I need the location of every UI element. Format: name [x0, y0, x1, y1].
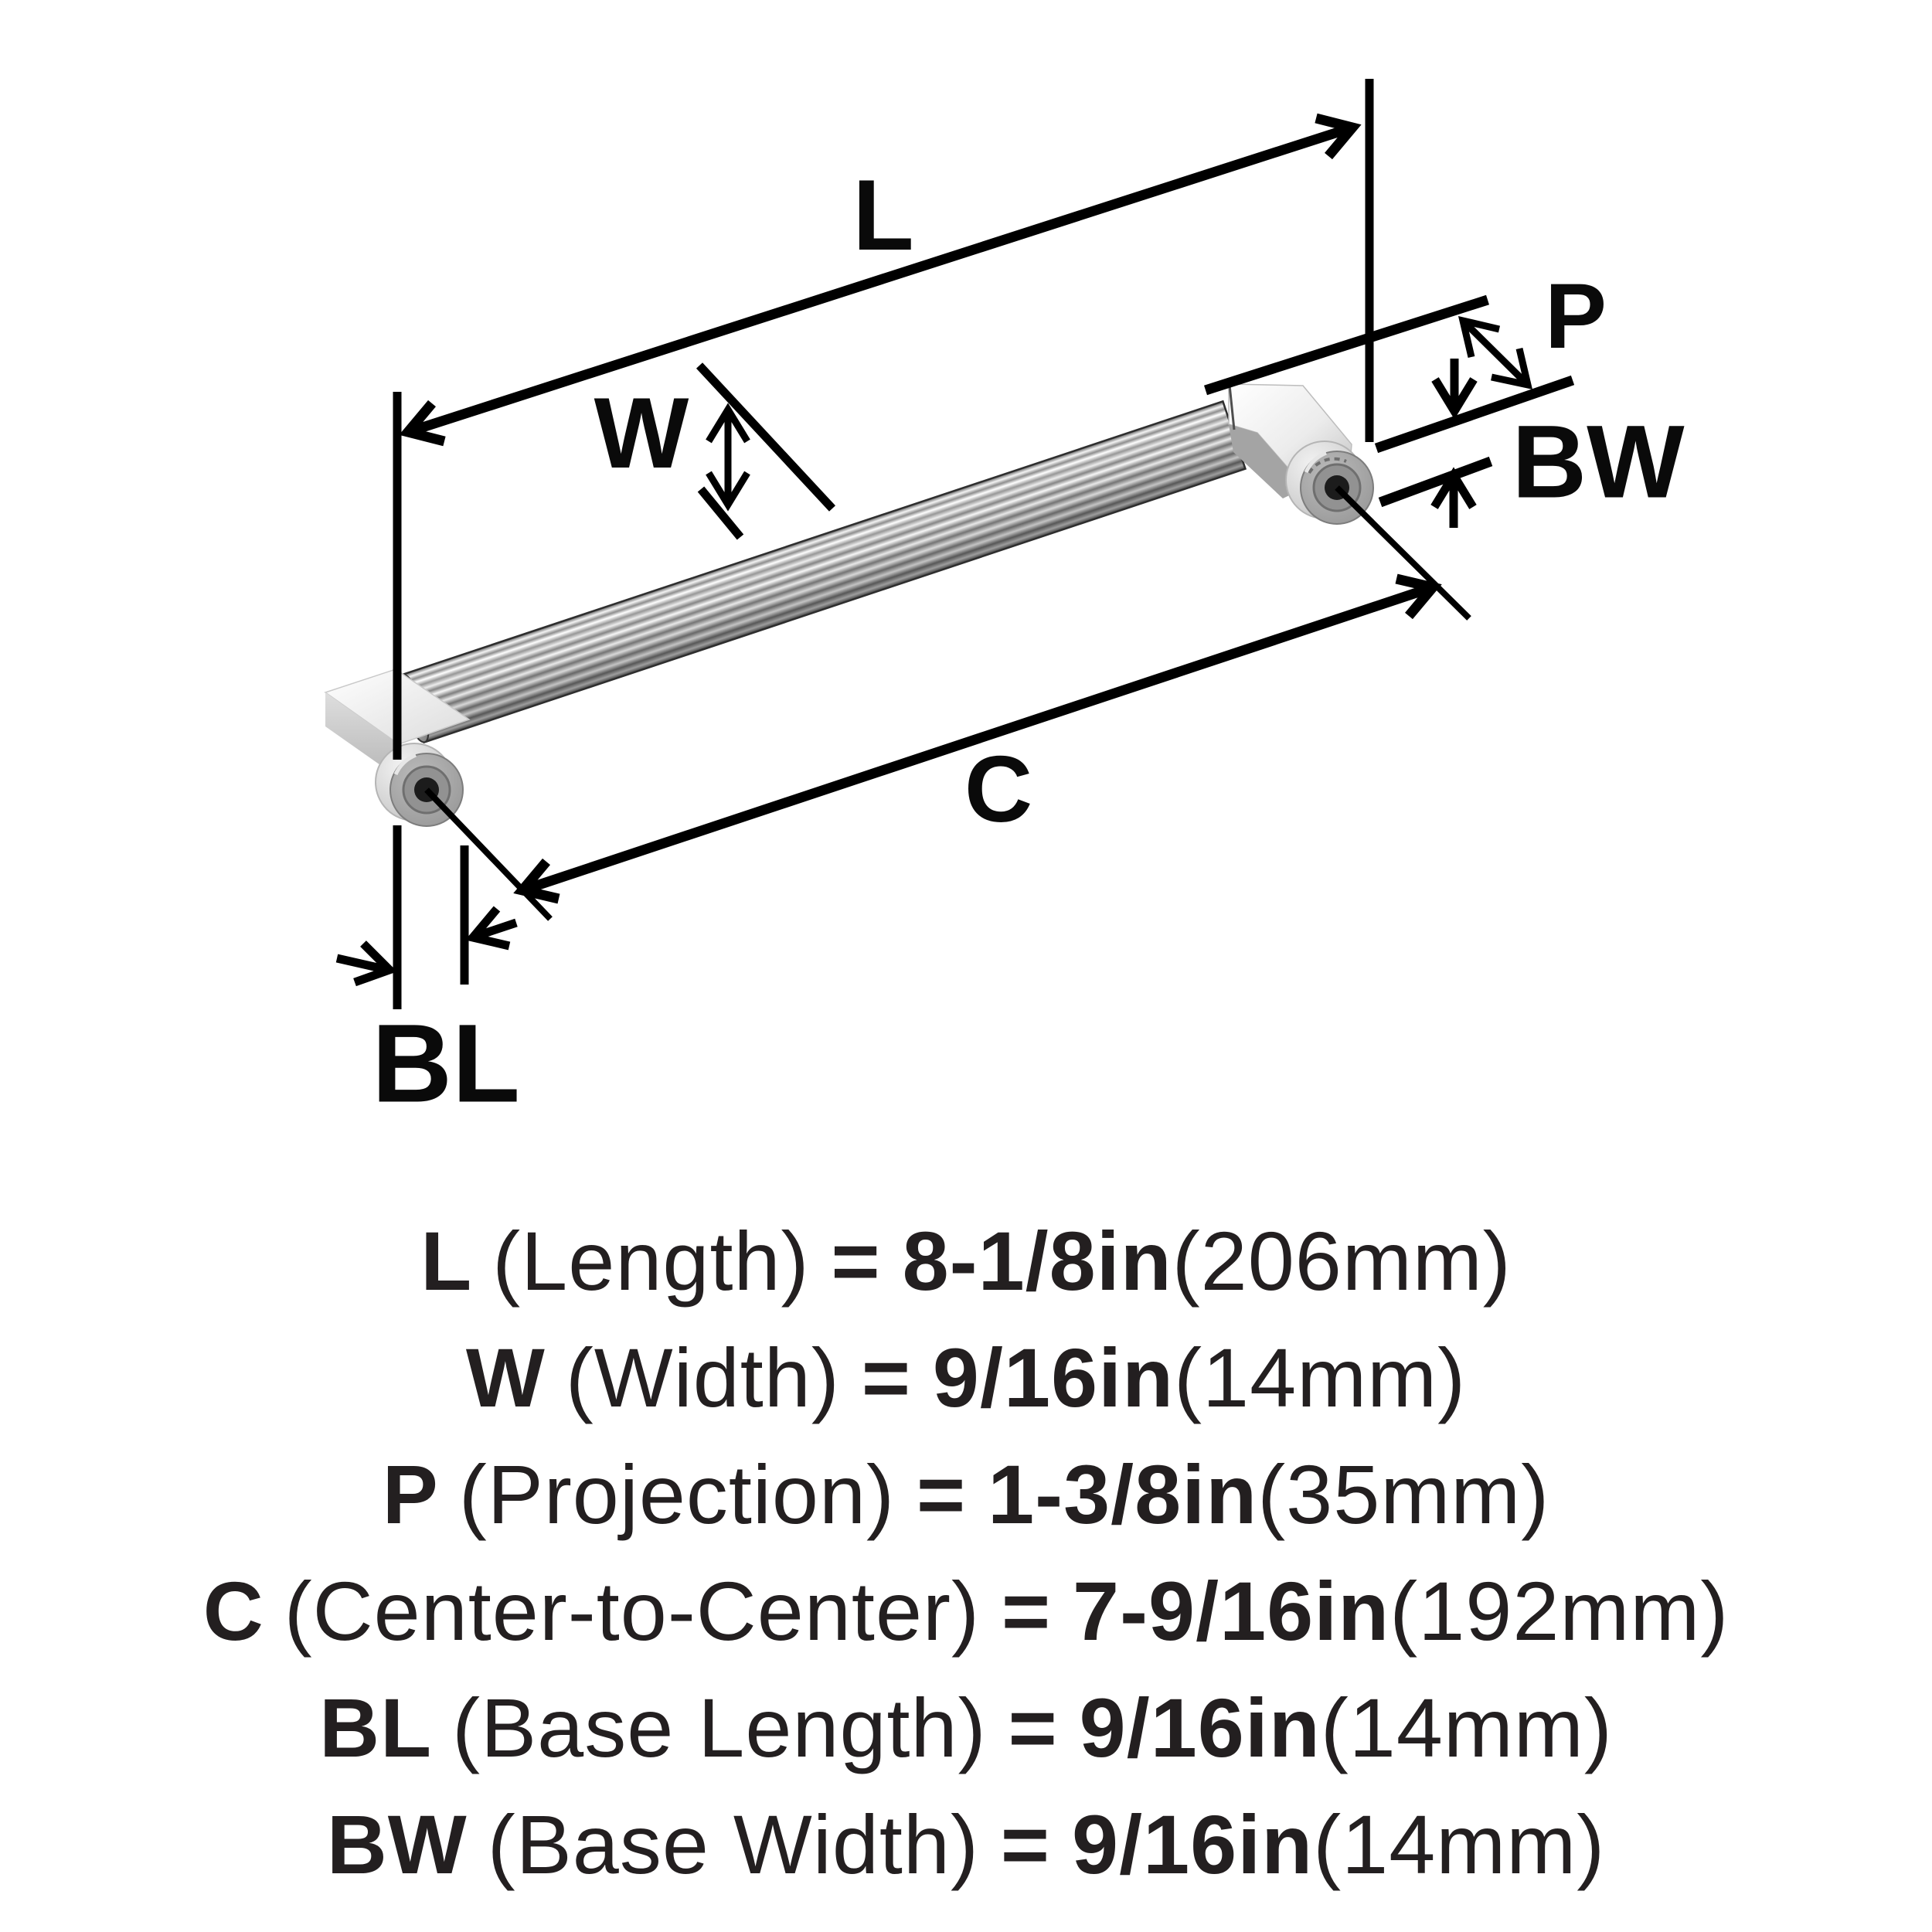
spec-equals: =	[1008, 1681, 1058, 1774]
spec-name: (Base Width)	[487, 1798, 979, 1891]
callout-width: W	[594, 376, 689, 489]
right-screw-centerline	[1335, 485, 1471, 621]
right-foot-stamp-mark	[1308, 457, 1347, 474]
arrowhead-w-down	[706, 471, 750, 512]
right-arm-seam	[1228, 384, 1236, 430]
arrowhead-l-left	[399, 400, 446, 447]
spec-name: (Center-to-Center)	[284, 1564, 980, 1658]
arrowhead-p-lower	[1491, 347, 1532, 389]
dim-line-center-to-center	[513, 573, 1442, 904]
spec-value-inches: 9/16in	[1079, 1681, 1321, 1774]
left-base-side-face	[325, 692, 399, 776]
spec-equals: =	[861, 1331, 911, 1424]
spec-name: (Base Length)	[452, 1681, 987, 1774]
spec-value-inches: 9/16in	[1072, 1798, 1314, 1891]
spec-value-inches: 1-3/8in	[988, 1447, 1258, 1541]
arrowhead-c-right	[1395, 573, 1442, 620]
callout-base-width: BW	[1512, 405, 1685, 520]
spec-value-inches: 7-9/16in	[1073, 1564, 1390, 1658]
dim-arrow-projection	[1458, 315, 1532, 389]
spec-equals: =	[1000, 1798, 1050, 1891]
spec-value-metric: (14mm)	[1174, 1331, 1467, 1424]
right-foot-highlight	[1304, 451, 1328, 474]
callout-length: L	[852, 158, 913, 271]
spec-value-metric: (14mm)	[1313, 1798, 1606, 1891]
arrowhead-bl-right	[353, 940, 398, 987]
arrowhead-bw-up	[1430, 467, 1477, 509]
dim-line-length	[399, 113, 1362, 447]
callout-projection: P	[1545, 264, 1607, 368]
left-screw-centerline	[424, 787, 553, 921]
spec-line-length: L(Length)=8-1/8in(206mm)	[0, 1202, 1932, 1319]
spec-line-projection: P(Projection)=1-3/8in(35mm)	[0, 1436, 1932, 1553]
p-line-lower	[1374, 375, 1575, 454]
spec-symbol: C	[202, 1564, 264, 1658]
spec-equals: =	[917, 1447, 967, 1541]
extension-lines	[393, 79, 1575, 1009]
spec-line-width: W(Width)=9/16in(14mm)	[0, 1319, 1932, 1436]
arrowhead-c-left	[513, 858, 560, 904]
spec-value-metric: (35mm)	[1257, 1447, 1550, 1541]
pull-handle-render	[324, 383, 1471, 921]
spec-symbol: W	[465, 1331, 546, 1424]
spec-name: (Width)	[565, 1331, 840, 1424]
dim-arrows-base-length	[335, 906, 518, 987]
callout-center-to-center: C	[964, 736, 1032, 842]
spec-symbol: BL	[319, 1681, 433, 1774]
arrowhead-w-up	[706, 403, 750, 444]
spec-value-inches: 8-1/8in	[902, 1214, 1172, 1308]
spec-symbol: P	[382, 1447, 439, 1541]
left-foot-highlight	[393, 753, 417, 776]
spec-line-base-length: BL(Base Length)=9/16in(14mm)	[0, 1669, 1932, 1786]
spec-symbol: L	[420, 1214, 473, 1308]
spec-symbol: BW	[326, 1798, 468, 1891]
spec-list: L(Length)=8-1/8in(206mm) W(Width)=9/16in…	[0, 1202, 1932, 1903]
w-tick-upper	[696, 362, 836, 512]
callout-base-length: BL	[372, 1002, 520, 1126]
spec-value-inches: 9/16in	[932, 1331, 1175, 1424]
arrowhead-p-upper	[1458, 315, 1501, 359]
dim-arrows-base-width	[1430, 359, 1478, 528]
dim-arrow-width	[706, 403, 750, 512]
spec-line-base-width: BW(Base Width)=9/16in(14mm)	[0, 1786, 1932, 1903]
dimension-lines	[335, 113, 1532, 987]
spec-name: (Length)	[492, 1214, 810, 1308]
spec-value-metric: (206mm)	[1172, 1214, 1512, 1308]
arrowhead-bw-down	[1431, 377, 1478, 420]
spec-equals: =	[831, 1214, 881, 1308]
spec-line-center-to-center: C(Center-to-Center)=7-9/16in(192mm)	[0, 1553, 1932, 1669]
spec-equals: =	[1001, 1564, 1052, 1658]
arrowhead-l-right	[1315, 113, 1362, 160]
right-base	[1228, 383, 1374, 525]
arrowhead-bl-left	[465, 906, 511, 951]
p-line-upper	[1204, 294, 1489, 396]
bw-line-lower	[1378, 456, 1493, 508]
spec-value-metric: (14mm)	[1320, 1681, 1613, 1774]
spec-value-metric: (192mm)	[1389, 1564, 1730, 1658]
w-tick-lower	[697, 486, 744, 540]
spec-name: (Projection)	[458, 1447, 895, 1541]
